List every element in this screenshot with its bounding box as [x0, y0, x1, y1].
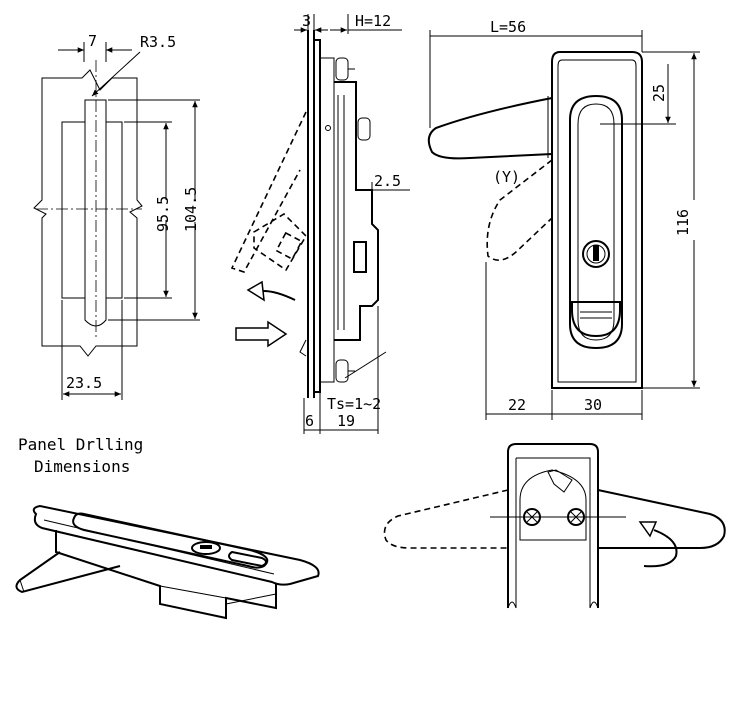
- dim-body: 30: [584, 396, 602, 414]
- dim-panel-thickness: Ts=1~2: [327, 395, 381, 413]
- dim-width-bottom: 23.5: [66, 374, 102, 392]
- isometric-view: [15, 504, 320, 620]
- side-view: 3 H=12 2.5 Ts=1~2 6 19: [230, 12, 410, 434]
- dim-inner-height: 95.5: [154, 196, 172, 232]
- dim-base-right: 19: [337, 412, 355, 430]
- dim-offset: 2.5: [374, 172, 401, 190]
- dim-base-left: 6: [305, 412, 314, 430]
- caption-line2: Dimensions: [34, 457, 130, 476]
- dim-top: 25: [650, 84, 668, 102]
- dim-height: H=12: [355, 12, 391, 30]
- caption-line1: Panel Drlling: [18, 435, 143, 454]
- front-view: (Y) L=56 25 116 22 30: [427, 18, 700, 420]
- dim-radius: R3.5: [140, 33, 176, 51]
- dim-outer-height: 104.5: [182, 187, 200, 232]
- dim-thickness: 3: [302, 12, 311, 30]
- dim-total-height: 116: [674, 209, 692, 236]
- rotation-view: [383, 443, 726, 609]
- dim-handle: 22: [508, 396, 526, 414]
- dim-width-top: 7: [88, 32, 97, 50]
- panel-cutout-view: 7 R3.5 95.5 104.5 23.5: [33, 32, 200, 400]
- label-rotated: (Y): [493, 168, 520, 186]
- dim-length: L=56: [490, 18, 526, 36]
